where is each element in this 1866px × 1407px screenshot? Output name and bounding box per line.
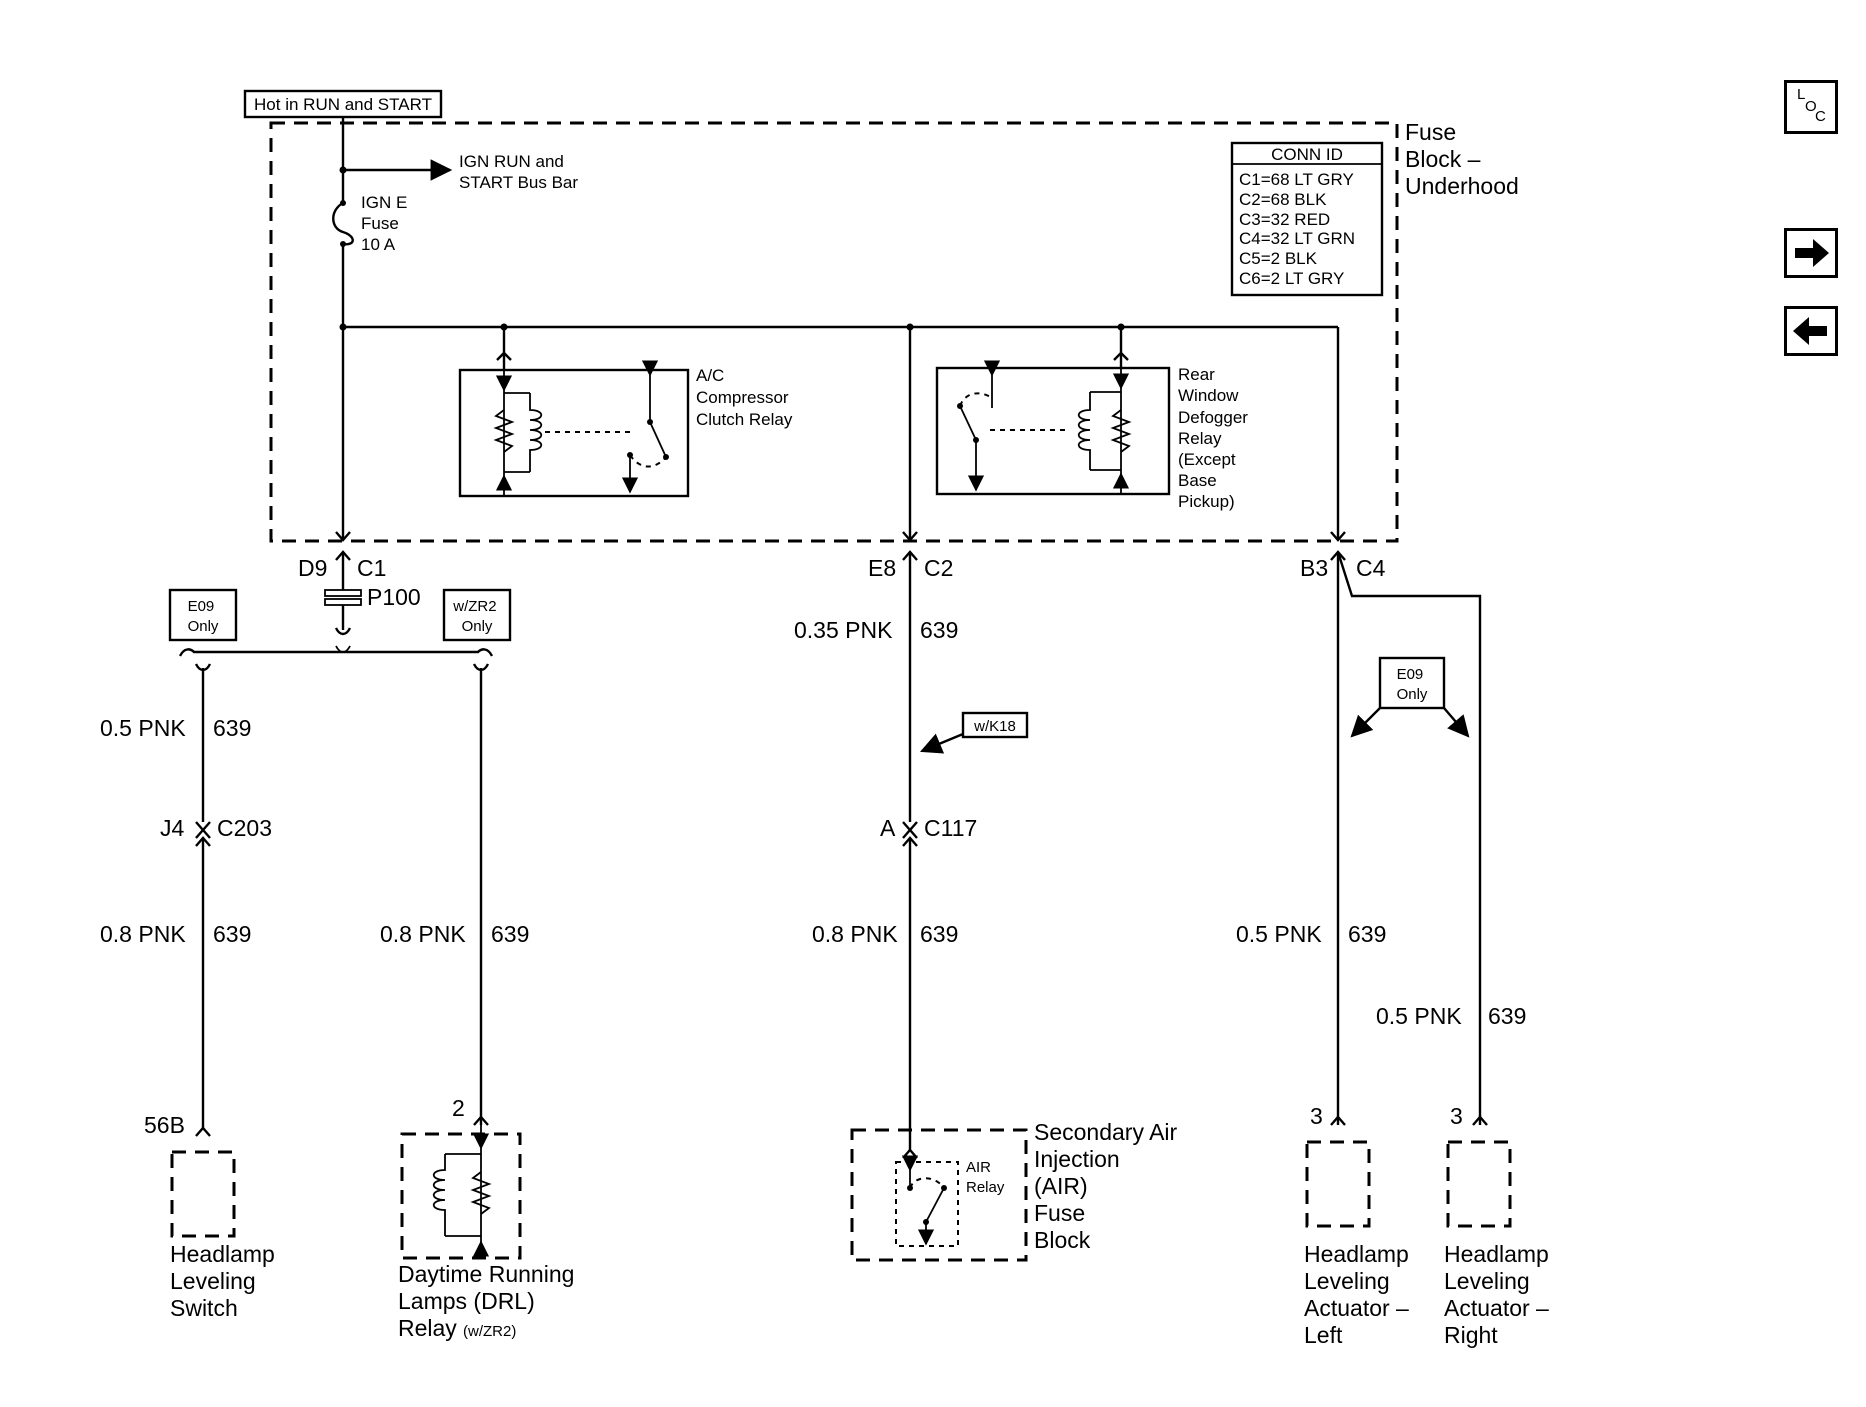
rear-defogger-relay (935, 327, 1171, 496)
air-fuse-block (850, 1128, 1028, 1262)
svg-text:w/ZR2 Only: w/ZR2 Only (452, 598, 501, 635)
wire-mid-top-circuit: 639 (920, 617, 958, 643)
previous-page-button[interactable] (1784, 306, 1838, 356)
pin-hl-switch: 56B (144, 1112, 185, 1138)
svg-text:L: L (1797, 86, 1805, 103)
option-e09-left: E09 Only (168, 588, 238, 642)
pin-act-left: 3 (1310, 1103, 1323, 1129)
bus-bar-label: IGN RUN and START Bus Bar (459, 152, 578, 192)
conn-c2: C2 (924, 555, 953, 581)
fuse-symbol (332, 201, 354, 246)
pin-drl: 2 (452, 1095, 465, 1121)
wire-mid-top-size: 0.35 PNK (794, 617, 893, 643)
locator-button[interactable]: L O C (1784, 80, 1838, 134)
ac-relay-label: A/C Compressor Clutch Relay (696, 366, 793, 429)
air-fuse-block-label: Secondary Air Injection (AIR) Fuse Block (1034, 1119, 1184, 1253)
svg-text:E09 Only: E09 Only (188, 598, 219, 635)
hot-label: Hot in RUN and START (254, 95, 432, 114)
svg-text:C: C (1815, 108, 1826, 125)
air-relay-label: AIR Relay (966, 1159, 1005, 1196)
arrow-right-icon (1795, 239, 1829, 267)
conn-e8: E8 (868, 555, 896, 581)
conn-c1: C1 (357, 555, 386, 581)
headlamp-leveling-switch-label: Headlamp Leveling Switch (170, 1241, 281, 1321)
ac-compressor-relay (458, 327, 690, 498)
wire-mid-bot-size: 0.8 PNK (812, 921, 898, 947)
wire-left-bot-circuit: 639 (213, 921, 251, 947)
wire-mid-bot-circuit: 639 (920, 921, 958, 947)
conn-id-rows: C1=68 LT GRY C2=68 BLK C3=32 RED C4=32 L… (1239, 170, 1360, 288)
arrow-left-icon (1793, 317, 1827, 345)
fuse-block-name: Fuse Block – Underhood (1405, 119, 1519, 199)
conn-c4: C4 (1356, 555, 1386, 581)
conn-j4: J4 (160, 815, 185, 841)
wire-act-right-size: 0.5 PNK (1376, 1003, 1462, 1029)
drl-relay-label: Daytime Running Lamps (DRL) Relay (398, 1261, 581, 1341)
headlamp-actuator-right (1446, 1140, 1512, 1228)
wire-left-top-circuit: 639 (213, 715, 251, 741)
rear-relay-label: Rear Window Defogger Relay (Except Base … (1178, 365, 1253, 511)
actuator-left-label: Headlamp Leveling Actuator – Left (1304, 1241, 1415, 1348)
wire-drl-circuit: 639 (491, 921, 529, 947)
conn-p100: P100 (367, 584, 421, 610)
p100-splice (324, 589, 362, 636)
wire-act-left-circuit: 639 (1348, 921, 1386, 947)
actuator-right-label: Headlamp Leveling Actuator – Right (1444, 1241, 1555, 1348)
headlamp-actuator-left (1305, 1140, 1371, 1228)
option-wzr2: w/ZR2 Only (442, 588, 512, 642)
wire-left-bot-size: 0.8 PNK (100, 921, 186, 947)
conn-a: A (880, 815, 896, 841)
conn-id-title: CONN ID (1271, 145, 1343, 164)
drl-note: (w/ZR2) (463, 1323, 516, 1340)
svg-text:w/K18: w/K18 (973, 718, 1016, 735)
conn-id-table: CONN ID C1=68 LT GRY C2=68 BLK C3=32 RED… (1230, 141, 1384, 297)
option-e09-right: E09 Only (1350, 656, 1470, 738)
conn-c203: C203 (217, 815, 272, 841)
conn-d9: D9 (298, 555, 327, 581)
drl-relay (400, 1125, 522, 1260)
wire-left-top-size: 0.5 PNK (100, 715, 186, 741)
svg-text:O: O (1805, 98, 1817, 115)
wire-drl-size: 0.8 PNK (380, 921, 466, 947)
locator-icon: L O C (1797, 86, 1826, 125)
fuse-block-outline (269, 121, 1399, 543)
fuse-label: IGN E Fuse 10 A (361, 193, 412, 254)
option-wk18: w/K18 (920, 711, 1029, 754)
wire-act-left-size: 0.5 PNK (1236, 921, 1322, 947)
conn-b3: B3 (1300, 555, 1328, 581)
wire-act-right-circuit: 639 (1488, 1003, 1526, 1029)
svg-text:E09 Only: E09 Only (1397, 666, 1428, 703)
headlamp-leveling-switch (170, 1150, 236, 1238)
conn-c117: C117 (924, 815, 977, 841)
next-page-button[interactable] (1784, 228, 1838, 278)
pin-act-right: 3 (1450, 1103, 1463, 1129)
